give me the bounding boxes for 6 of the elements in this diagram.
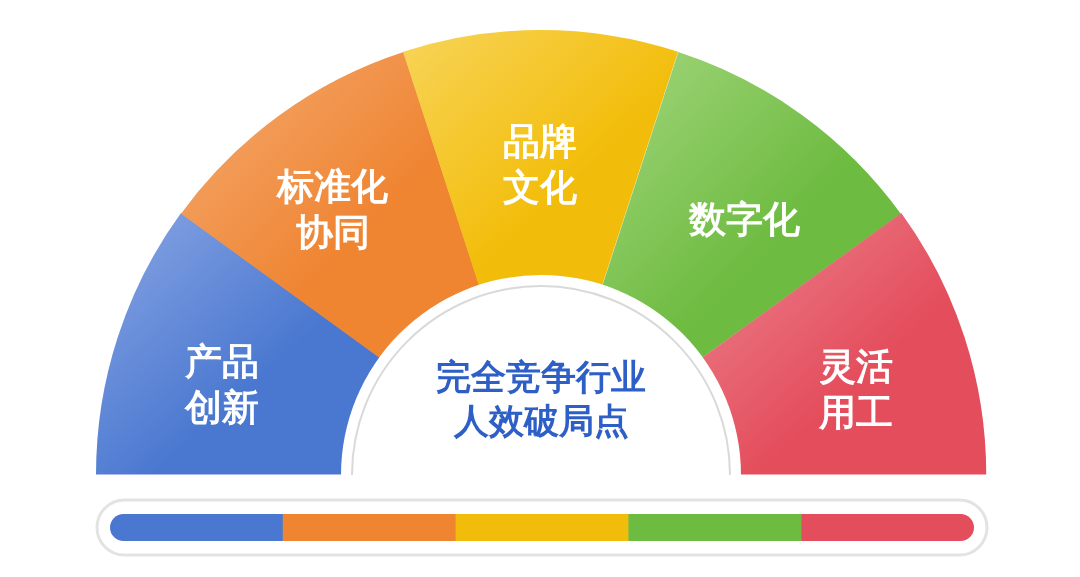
segment-label: 数字化 bbox=[688, 196, 802, 243]
segment-label: 标准化协同 bbox=[276, 163, 390, 256]
segment-label: 灵活用工 bbox=[818, 343, 894, 436]
segment-label: 产品创新 bbox=[184, 338, 260, 431]
segment-label: 品牌文化 bbox=[502, 118, 578, 211]
center-title: 完全竞争行业人效破局点 bbox=[435, 356, 647, 443]
